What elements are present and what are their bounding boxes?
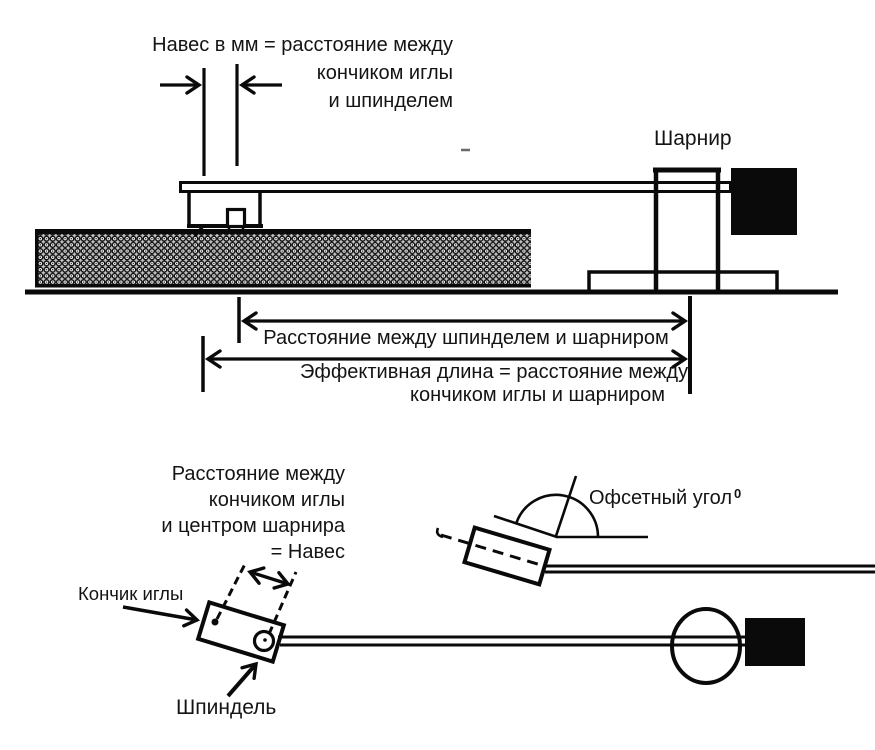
- counterweight-side-view: [731, 168, 797, 235]
- offset-angle-degree-mark: 0: [734, 486, 742, 501]
- overhang-definition-label: Навес в мм = расстояние между кончиком и…: [140, 31, 453, 115]
- dim-effective-line2: кончиком иглы и шарниром: [410, 384, 665, 406]
- cartridge-side-view: [187, 192, 263, 237]
- overhang-topview-label: Расстояние между кончиком иглы и центром…: [145, 461, 345, 565]
- needle-tip-leader-arrow: [122, 605, 201, 628]
- stylus-needle: [193, 224, 206, 237]
- dim-spindle-pivot-label: Расстояние между шпинделем и шарниром: [263, 327, 669, 349]
- offset-axis-line: [493, 514, 558, 539]
- spindle-center-dot: [263, 638, 267, 642]
- dim-effective-line1: Эффективная длина = расстояние между: [300, 361, 689, 383]
- overhang-top-view: [122, 561, 805, 698]
- overhang-topview-line4: = Навес: [270, 541, 345, 563]
- pivot-bearing-circle: [670, 607, 742, 685]
- overhang-topview-line1: Расстояние между: [171, 463, 345, 485]
- overhang-dashed-spindle: [267, 571, 298, 635]
- tonearm-bar: [179, 181, 732, 193]
- offset-cartridge-top-view: [462, 525, 552, 587]
- overhang-double-arrow: [247, 566, 291, 590]
- record-surface: [35, 232, 531, 286]
- pivot-base: [587, 270, 779, 291]
- needle-tip-label: Кончик иглы: [78, 583, 184, 604]
- overhang-definition-line1: Навес в мм = расстояние между: [152, 34, 453, 56]
- spindle-side-view: [225, 207, 247, 229]
- offset-angle-construction: [435, 475, 875, 587]
- overhang-topview-line3: и центром шарнира: [161, 515, 345, 537]
- needle-tip-dot: [211, 618, 219, 626]
- counterweight-top-view: [745, 618, 805, 666]
- spindle-label: Шпиндель: [176, 696, 277, 719]
- overhang-definition-line2: кончиком иглы: [316, 62, 453, 84]
- pivot-assembly: [587, 167, 779, 291]
- offset-angle-arc: [515, 493, 600, 538]
- record-bottom-edge: [35, 284, 531, 288]
- overhang-topview-line2: кончиком иглы: [208, 489, 345, 511]
- length-dimensions: [201, 296, 692, 394]
- dim-effective-label: Эффективная длина = расстояние между кон…: [300, 361, 689, 407]
- record-top-edge: [35, 229, 531, 234]
- centerline-end-hook: [435, 527, 444, 539]
- overhang-definition-line3: и шпинделем: [328, 90, 454, 112]
- offset-perpendicular-line: [554, 475, 578, 537]
- record-platter: [35, 229, 531, 288]
- overhang-dimension: [160, 64, 282, 176]
- overhang-dashed-needle: [215, 561, 248, 620]
- pivot-label: Шарнир: [654, 127, 732, 150]
- record-left-edge: [35, 230, 39, 287]
- spindle-leader-arrow: [226, 661, 259, 698]
- offset-angle-text: Офсетный угол: [589, 487, 732, 509]
